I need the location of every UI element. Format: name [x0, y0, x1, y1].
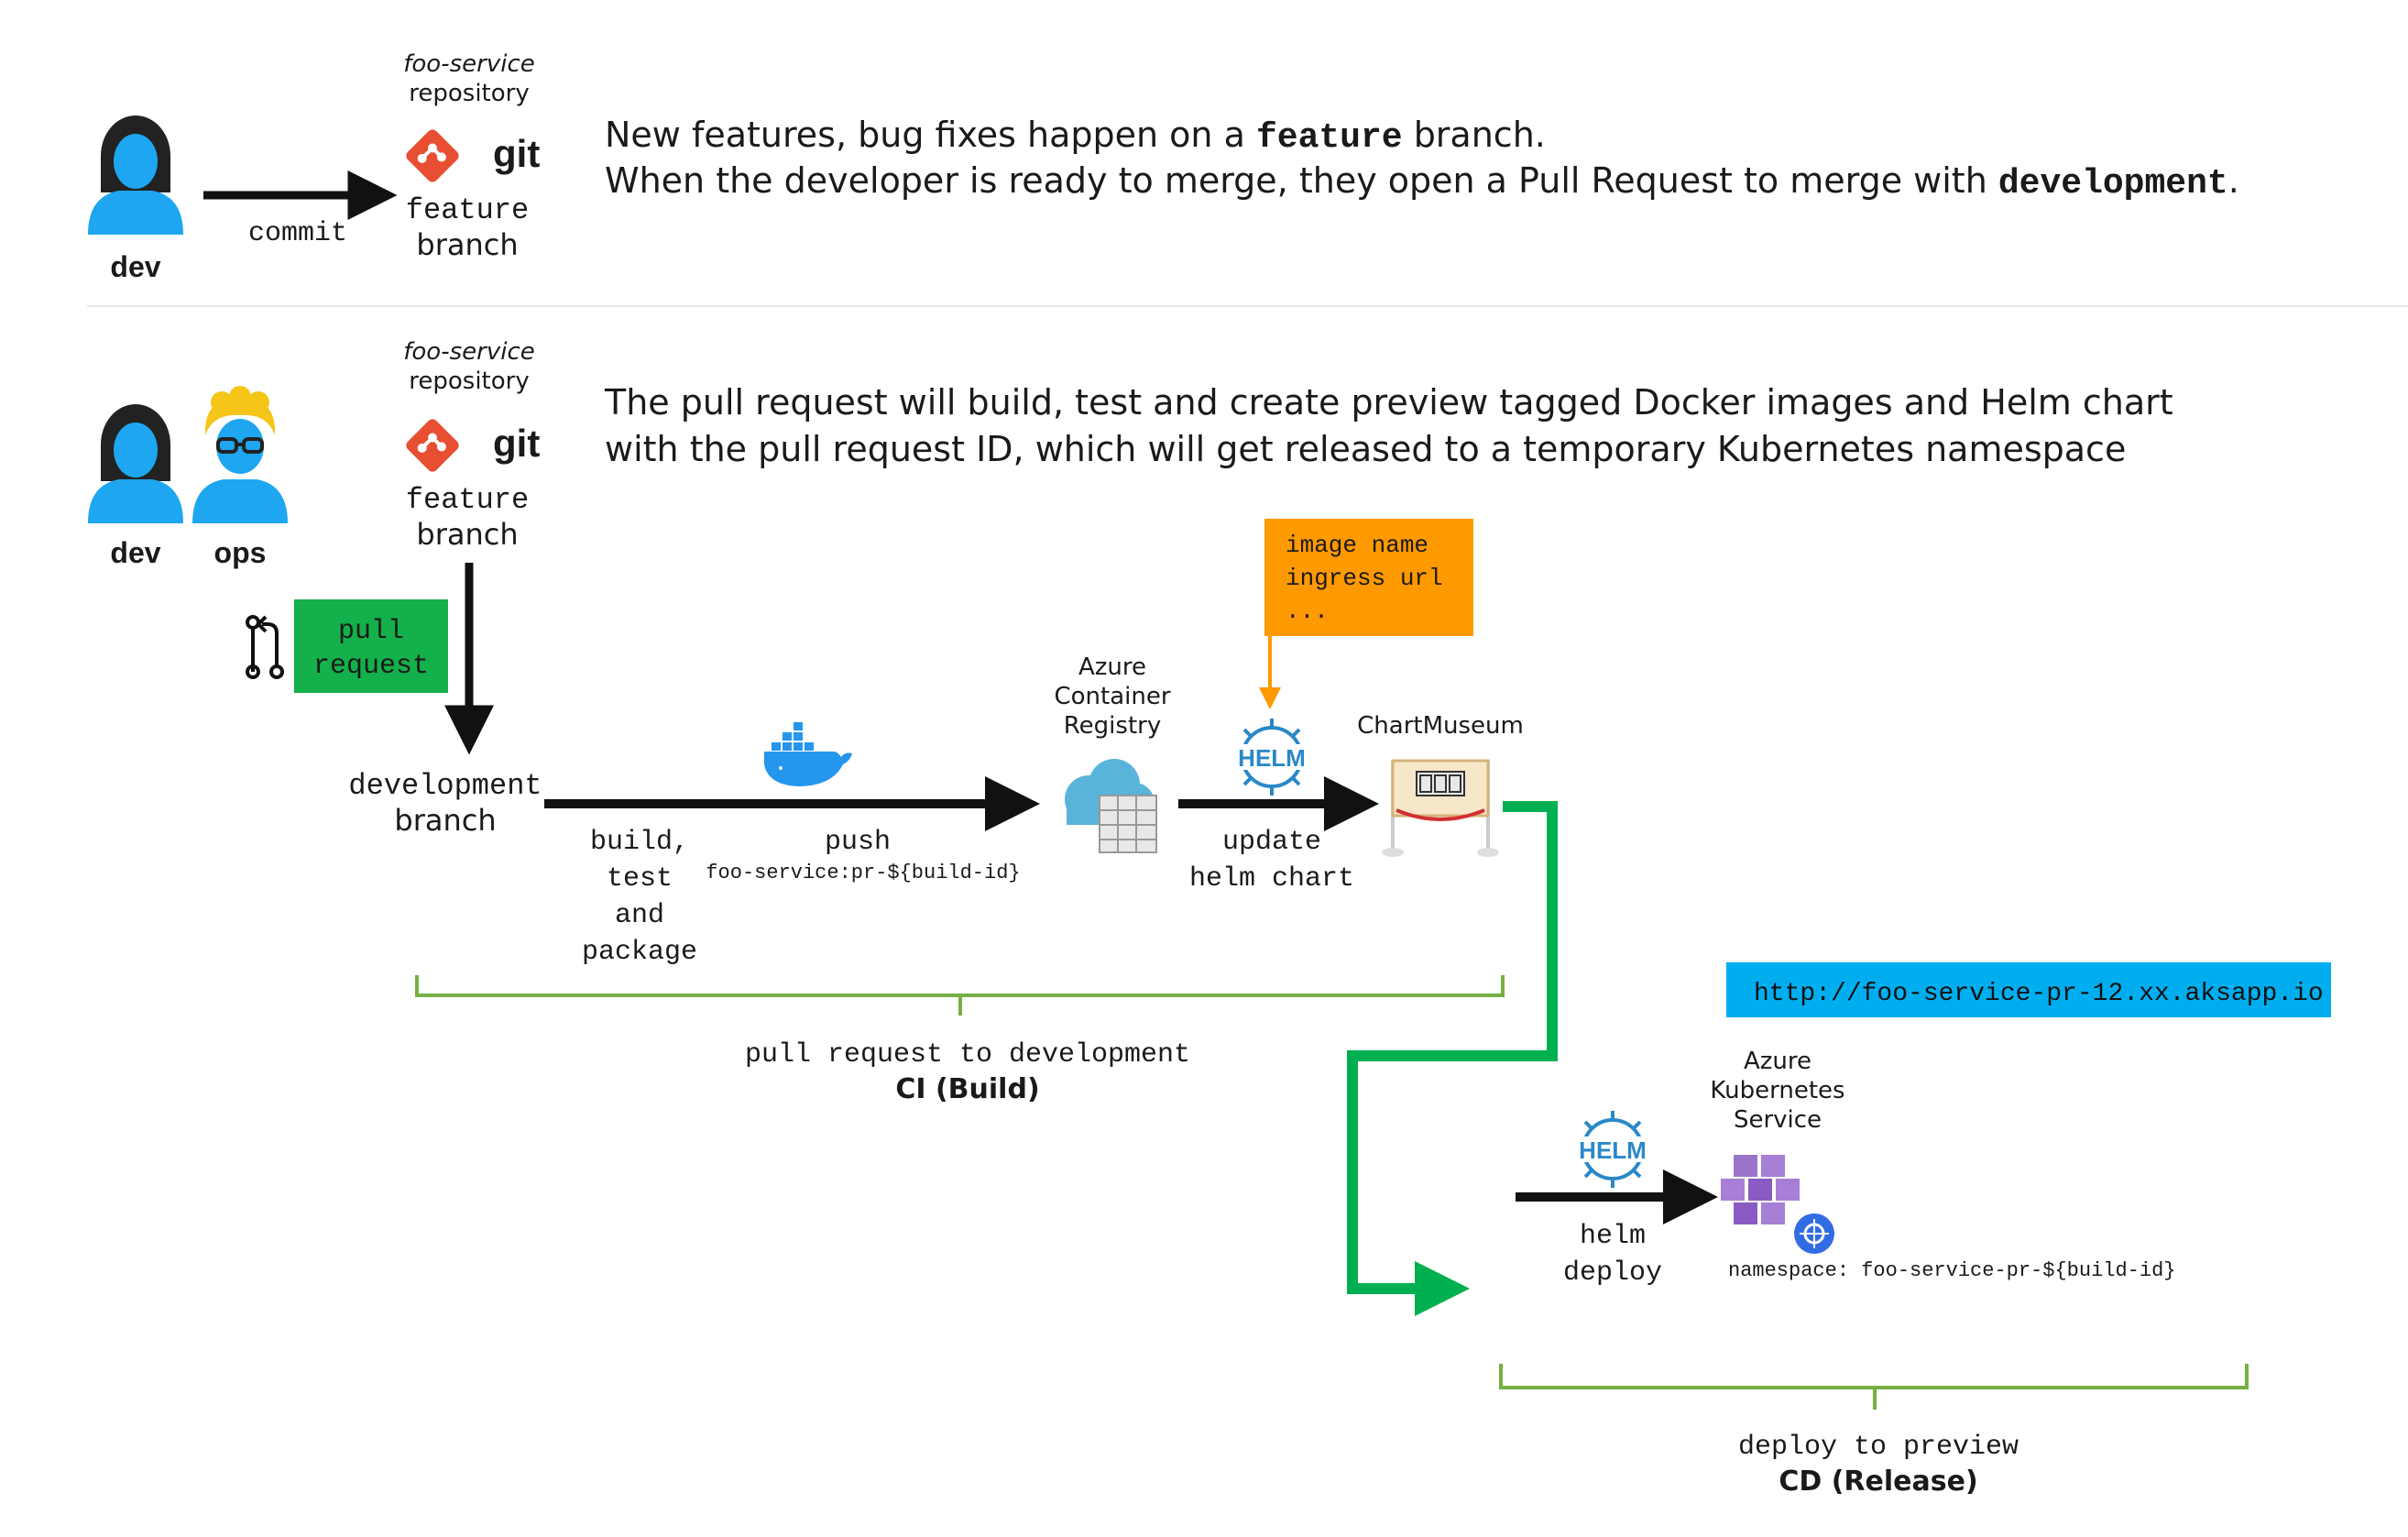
merge-icon — [246, 615, 284, 679]
aks-line2: Kubernetes — [1710, 1077, 1844, 1104]
dev-person-icon — [88, 115, 183, 235]
feature-branch-2-line2: branch — [416, 517, 518, 552]
git-label: git — [493, 132, 540, 175]
description-line-2: When the developer is ready to merge, th… — [605, 160, 2239, 203]
acr-line2: Container — [1054, 683, 1170, 710]
repo-label-2: repository — [409, 368, 529, 395]
note-line1: image name — [1286, 532, 1428, 559]
dev-person-icon-2 — [88, 404, 183, 523]
feature-branch-line1: feature — [406, 193, 529, 227]
acr-line1: Azure — [1078, 653, 1146, 681]
build-line1: build, — [590, 827, 689, 858]
push-label: push — [825, 827, 891, 858]
description-line-1: New features, bug fixes happen on a feat… — [605, 115, 1546, 158]
helm-icon-2-label: HELM — [1579, 1136, 1647, 1164]
cd-line1: deploy to preview — [1738, 1432, 2019, 1463]
helm-icon: HELM — [1237, 719, 1307, 796]
cd-line2: CD (Release) — [1779, 1466, 1977, 1498]
description-line-4: with the pull request ID, which will get… — [605, 429, 2126, 469]
chartmuseum-icon — [1382, 759, 1499, 857]
ops-person-icon — [192, 386, 288, 523]
helm-icon-2: HELM — [1578, 1111, 1647, 1188]
ci-line1: pull request to development — [745, 1039, 1190, 1070]
development-branch-line2: branch — [394, 803, 496, 838]
pull-request-line2: request — [313, 651, 429, 682]
ci-line2: CI (Build) — [895, 1073, 1039, 1105]
deploy-line2: deploy — [1563, 1257, 1662, 1289]
git-logo-icon — [406, 129, 459, 182]
ci-brace — [415, 975, 1505, 1016]
aks-line3: Service — [1734, 1106, 1822, 1134]
dev-label-2: dev — [110, 536, 160, 569]
chart-values-note — [1264, 519, 1473, 636]
update-line2: helm chart — [1189, 863, 1354, 895]
description-line-3: The pull request will build, test and cr… — [604, 382, 2173, 423]
commit-label: commit — [248, 218, 347, 249]
feature-branch-line2: branch — [416, 227, 518, 262]
docker-icon — [764, 722, 852, 786]
deploy-line1: helm — [1580, 1221, 1646, 1252]
dev-label: dev — [110, 250, 160, 283]
push-image-tag: foo-service:pr-${build-id} — [706, 862, 1020, 884]
note-line3: ... — [1286, 598, 1329, 625]
git-logo-icon-2 — [406, 419, 459, 472]
build-line2: test — [607, 863, 673, 895]
preview-url: http://foo-service-pr-12.xx.aksapp.io — [1754, 980, 2324, 1008]
release-flow-arrow — [1347, 801, 1558, 1316]
repo-name-2: foo-service — [403, 338, 534, 366]
ops-label: ops — [214, 536, 267, 569]
pull-request-line1: pull — [338, 616, 404, 647]
namespace-label: namespace: foo-service-pr-${build-id} — [1728, 1259, 2175, 1282]
section-pull-request: dev ops foo-service repository git featu… — [88, 338, 2331, 1498]
helm-icon-label: HELM — [1238, 744, 1306, 772]
feature-branch-2-line1: feature — [406, 483, 529, 517]
repo-name: foo-service — [403, 50, 534, 78]
development-branch-line1: development — [348, 769, 542, 803]
pull-request-box — [294, 599, 448, 693]
azure-container-registry-icon — [1065, 759, 1157, 853]
section-commit: dev commit foo-service repository git fe… — [88, 50, 2239, 283]
preview-url-box — [1726, 962, 2331, 1017]
cd-brace — [1499, 1364, 2249, 1410]
repo-label: repository — [409, 80, 529, 107]
chartmuseum-label: ChartMuseum — [1357, 712, 1524, 740]
build-line4: package — [582, 937, 697, 968]
azure-kubernetes-service-icon — [1721, 1155, 1834, 1254]
update-line1: update — [1222, 827, 1321, 858]
note-line2: ingress url — [1286, 565, 1443, 592]
build-line3: and — [615, 900, 664, 931]
git-label-2: git — [493, 422, 540, 465]
acr-line3: Registry — [1064, 712, 1161, 740]
aks-line1: Azure — [1744, 1048, 1811, 1075]
